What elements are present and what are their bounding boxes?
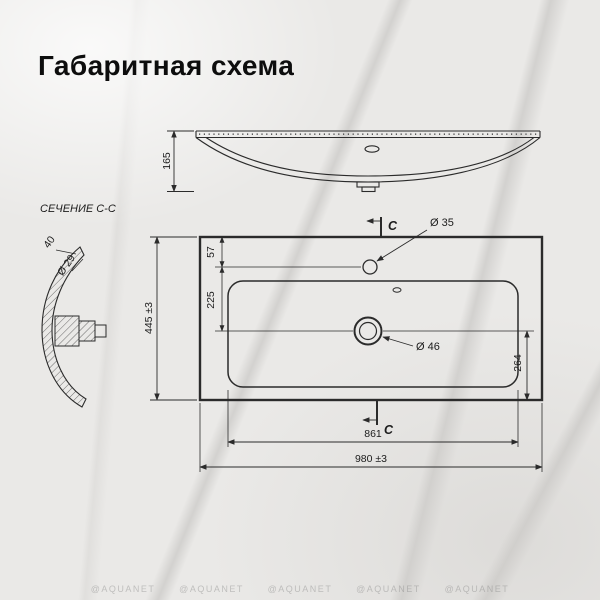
section-marker-top: С [366, 217, 398, 236]
leader-line [55, 249, 77, 255]
watermark: @AQUANET @AQUANET @AQUANET @AQUANET @AQU… [90, 584, 510, 594]
page-title: Габаритная схема [38, 50, 295, 81]
dim-980-label: 980 ±3 [355, 453, 387, 465]
drain-boss-outer [94, 324, 107, 338]
drain-dia-label: Ø 46 [416, 341, 440, 353]
basin-inner-outline [227, 280, 519, 388]
faucet-hole [362, 259, 378, 275]
dim-445-label: 445 ±3 [143, 302, 155, 334]
dim-57-label: 57 [205, 246, 217, 258]
plan-view [198, 235, 544, 402]
basin-inner-curve [205, 137, 535, 177]
dim-980-group: 980 ±3 [199, 403, 543, 472]
drain-boss-middle [78, 320, 96, 342]
front-elevation-view [195, 130, 541, 193]
leader-line [382, 336, 414, 347]
section-letter-bottom: С [384, 423, 394, 437]
dim-225-label: 225 [205, 291, 217, 309]
dim-40-label: 40 [41, 234, 58, 251]
dim-57-225-group: 57 225 [205, 236, 361, 332]
dim-165-group: 165 [161, 130, 194, 193]
drain-dia-callout: Ø 46 [382, 336, 440, 353]
dim-861-label: 861 [364, 428, 382, 440]
basin-outer-curve [195, 137, 541, 183]
dim-264-label: 264 [512, 354, 524, 372]
section-bowl-wall [41, 246, 87, 408]
section-view: СЕЧЕНИЕ С-С 40 Ø 29 [40, 203, 116, 408]
dim-445-group: 445 ±3 [143, 236, 197, 401]
dim-861-group: 861 [227, 390, 519, 447]
leader-line [376, 229, 428, 262]
faucet-dia-label: Ø 35 [430, 217, 454, 229]
sink-outer-outline [198, 235, 544, 402]
section-marker-bottom: С [362, 401, 394, 437]
dim-165-label: 165 [161, 152, 173, 170]
faucet-hole-front [364, 145, 380, 153]
dim-264-group: 264 [383, 330, 534, 401]
section-letter-top: С [388, 219, 398, 233]
drain-fitting-lower [361, 186, 376, 193]
section-view-label: СЕЧЕНИЕ С-С [40, 203, 116, 215]
drain-boss-inner [54, 315, 80, 347]
overflow-mark [392, 287, 402, 293]
drain-hole-outer [353, 316, 383, 346]
leader-line [71, 258, 84, 272]
drain-hole-inner [358, 321, 378, 341]
drain-fitting-upper [356, 181, 380, 188]
faucet-dia-callout: Ø 35 [376, 217, 454, 262]
